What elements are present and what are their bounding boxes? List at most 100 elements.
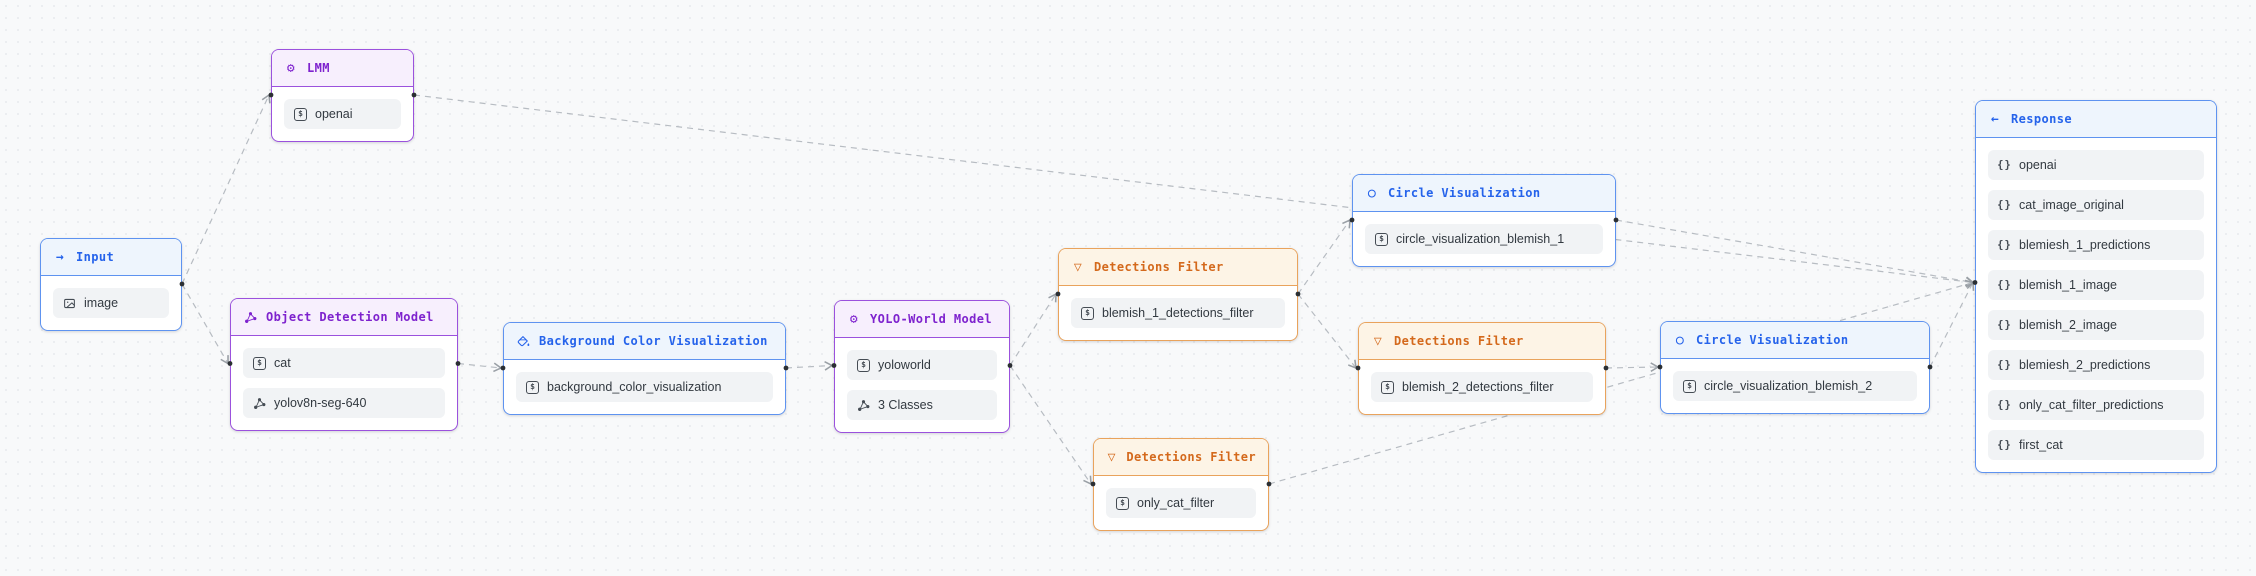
- node-item-label: yolov8n-seg-640: [274, 396, 367, 410]
- node-bcv[interactable]: Background Color Visualization $backgroun…: [503, 322, 786, 415]
- node-item: $ cat: [243, 348, 445, 378]
- edge-input-to-lmm: [181, 93, 271, 285]
- node-body: {} openai {} cat_image_original {}blemiesh_1…: [1976, 138, 2216, 472]
- node-item-label: image: [84, 296, 119, 310]
- node-header[interactable]: Object Detection Model: [231, 299, 457, 336]
- edge-yolo-to-dfcat: [1009, 365, 1092, 486]
- node-cv1[interactable]: ○ Circle Visualization $circle_visualizati…: [1352, 174, 1616, 267]
- node-item: $circle_visualization_blemish_2: [1673, 371, 1917, 401]
- funnel-icon: ▽: [1073, 259, 1083, 275]
- node-dfcat[interactable]: ▽ Detections Filter $only_cat_filter: [1093, 438, 1269, 531]
- braces-icon: {}: [1997, 398, 2012, 411]
- node-header[interactable]: ▽ Detections Filter: [1059, 249, 1297, 286]
- node-item: {}blemiesh_1_predictions: [1988, 230, 2204, 260]
- node-response[interactable]: ←Response{}openai{}cat_image_original{}b…: [1975, 100, 2217, 473]
- node-body: $blemish_2_detections_filter: [1359, 360, 1605, 414]
- node-title: LMM: [307, 61, 330, 75]
- node-item: {} cat_image_original: [1988, 190, 2204, 220]
- edge-bcv-to-yolo: [785, 361, 834, 371]
- node-item: $openai: [284, 99, 401, 129]
- node-body: image: [41, 276, 181, 330]
- dollar-icon: $: [294, 107, 307, 121]
- gear-icon: ⚙: [849, 311, 859, 327]
- node-yolo[interactable]: ⚙ YOLO-World Model $ yoloworld 3 Classes: [834, 300, 1010, 433]
- node-item-label: blemiesh_2_predictions: [2019, 358, 2151, 372]
- funnel-icon: ▽: [1107, 449, 1116, 465]
- node-item: {}blemiesh_2_predictions: [1988, 350, 2204, 380]
- braces-icon: {}: [1997, 318, 2012, 331]
- node-body: $openai: [272, 87, 413, 141]
- edge-cv2-to-response: [1929, 281, 1975, 368]
- node-title: Detections Filter: [1094, 260, 1224, 274]
- node-header[interactable]: Background Color Visualization: [504, 323, 785, 360]
- edge-df1-to-cv1: [1297, 218, 1351, 295]
- node-body: $circle_visualization_blemish_2: [1661, 359, 1929, 413]
- node-item-label: blemish_1_image: [2019, 278, 2117, 292]
- node-item-label: yoloworld: [878, 358, 931, 372]
- node-title: Input: [76, 250, 115, 264]
- node-body: $ yoloworld 3 Classes: [835, 338, 1009, 432]
- braces-icon: {}: [1997, 158, 2012, 171]
- node-header[interactable]: ⚙ YOLO-World Model: [835, 301, 1009, 338]
- bucket-icon: [516, 334, 530, 348]
- node-item: {} openai: [1988, 150, 2204, 180]
- braces-icon: {}: [1997, 278, 2012, 291]
- node-item: {}blemish_2_image: [1988, 310, 2204, 340]
- edge-cv1-to-response: [1615, 219, 1975, 287]
- node-df2[interactable]: ▽Detections Filter $blemish_2_detections_…: [1358, 322, 1606, 415]
- node-df1[interactable]: ▽ Detections Filter $blemish_1_detections_…: [1058, 248, 1298, 341]
- node-header[interactable]: ▽Detections Filter: [1359, 323, 1605, 360]
- node-item-label: cat_image_original: [2019, 198, 2124, 212]
- node-header[interactable]: ←Response: [1976, 101, 2216, 138]
- node-item: yolov8n-seg-640: [243, 388, 445, 418]
- node-header[interactable]: →Input: [41, 239, 181, 276]
- node-title: Circle Visualization: [1388, 186, 1541, 200]
- dollar-icon: $: [1375, 232, 1388, 246]
- node-title: Detections Filter: [1394, 334, 1524, 348]
- node-item: $blemish_2_detections_filter: [1371, 372, 1593, 402]
- node-item: image: [53, 288, 169, 318]
- node-item-label: openai: [2019, 158, 2057, 172]
- node-title: Background Color Visualization: [539, 334, 768, 348]
- node-item: 3 Classes: [847, 390, 997, 420]
- node-header[interactable]: ○ Circle Visualization: [1353, 175, 1615, 212]
- node-header[interactable]: ⚙LMM: [272, 50, 413, 87]
- image-icon: [63, 297, 76, 310]
- molecule-icon: [857, 399, 870, 412]
- node-header[interactable]: ▽ Detections Filter: [1094, 439, 1268, 476]
- node-lmm[interactable]: ⚙LMM $openai: [271, 49, 414, 142]
- node-odm[interactable]: Object Detection Model $ cat yolov8n-seg-64…: [230, 298, 458, 431]
- dollar-icon: $: [526, 380, 539, 394]
- dollar-icon: $: [857, 358, 870, 372]
- node-title: Circle Visualization: [1696, 333, 1849, 347]
- node-input[interactable]: →Input image: [40, 238, 182, 331]
- braces-icon: {}: [1997, 438, 2012, 451]
- node-item-label: cat: [274, 356, 291, 370]
- edge-input-to-odm: [181, 283, 229, 365]
- node-item: {} first_cat: [1988, 430, 2204, 460]
- edge-odm-to-bcv: [457, 362, 503, 373]
- node-header[interactable]: ○Circle Visualization: [1661, 322, 1929, 359]
- dollar-icon: $: [253, 356, 266, 370]
- dollar-icon: $: [1081, 306, 1094, 320]
- edge-yolo-to-df1: [1009, 292, 1057, 366]
- node-title: Detections Filter: [1126, 450, 1256, 464]
- node-title: Object Detection Model: [266, 310, 434, 324]
- node-item-label: only_cat_filter_predictions: [2019, 398, 2164, 412]
- node-body: $only_cat_filter: [1094, 476, 1268, 530]
- braces-icon: {}: [1997, 198, 2012, 211]
- circle-icon: ○: [1367, 185, 1377, 201]
- node-item: {} blemish_1_image: [1988, 270, 2204, 300]
- node-item: $background_color_visualization: [516, 372, 773, 402]
- node-title: YOLO-World Model: [870, 312, 992, 326]
- node-item-label: first_cat: [2019, 438, 2063, 452]
- node-item-label: 3 Classes: [878, 398, 933, 412]
- node-cv2[interactable]: ○Circle Visualization $circle_visualizati…: [1660, 321, 1930, 414]
- node-item: $only_cat_filter: [1106, 488, 1256, 518]
- node-item-label: only_cat_filter: [1137, 496, 1215, 510]
- node-item: $blemish_1_detections_filter: [1071, 298, 1285, 328]
- node-body: $circle_visualization_blemish_1: [1353, 212, 1615, 266]
- node-item: $circle_visualization_blemish_1: [1365, 224, 1603, 254]
- molecule-icon: [243, 310, 257, 324]
